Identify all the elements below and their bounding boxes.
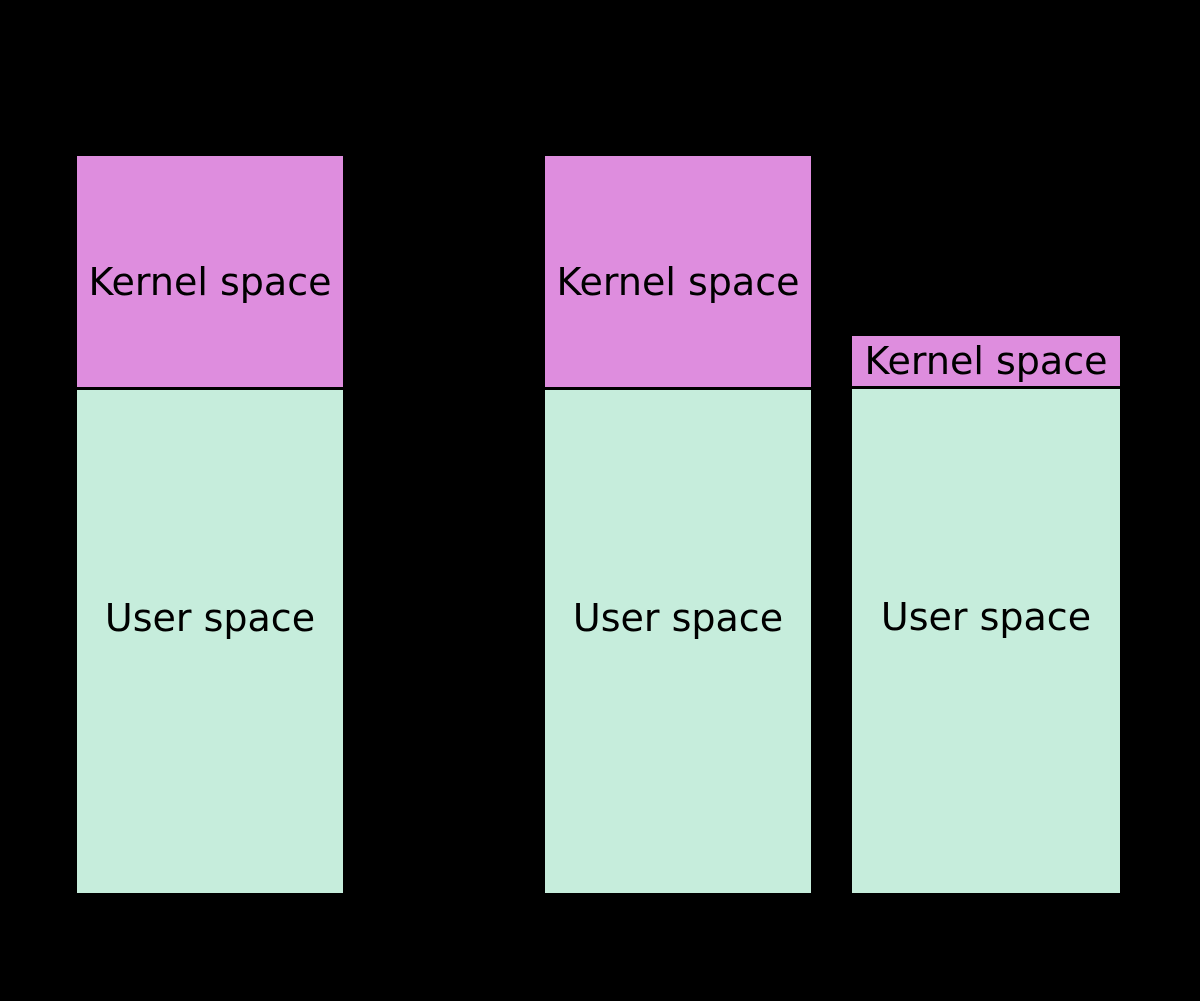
user-space-segment: User space: [75, 390, 345, 895]
kernel-space-label: Kernel space: [864, 339, 1108, 383]
memory-column-1: Kernel space User space: [75, 154, 345, 895]
memory-column-2: Kernel space User space: [543, 154, 813, 895]
user-space-label: User space: [880, 595, 1092, 639]
user-space-segment: User space: [850, 389, 1122, 895]
kernel-space-label: Kernel space: [88, 259, 332, 304]
user-space-label: User space: [572, 596, 784, 640]
user-space-label: User space: [104, 596, 316, 640]
kernel-space-segment: Kernel space: [543, 154, 813, 390]
kernel-space-segment: Kernel space: [75, 154, 345, 390]
user-space-segment: User space: [543, 390, 813, 895]
kernel-space-label: Kernel space: [556, 259, 800, 304]
kernel-space-segment: Kernel space: [850, 334, 1122, 389]
memory-column-3: Kernel space User space: [850, 334, 1122, 895]
